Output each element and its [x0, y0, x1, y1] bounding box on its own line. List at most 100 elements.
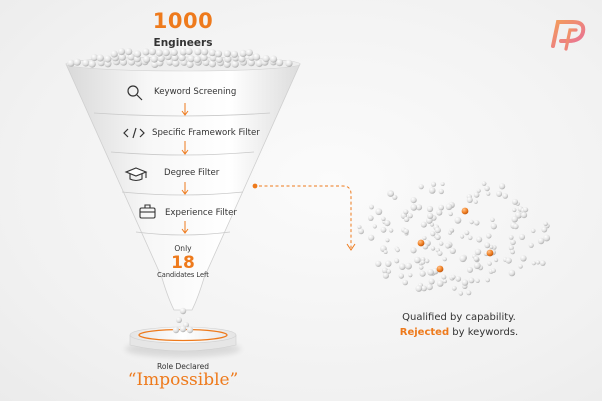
result-prefix: Only [174, 244, 192, 253]
candidate-dot [438, 188, 444, 195]
result-count: 18 [171, 253, 195, 273]
candidate-dot [276, 59, 284, 67]
candidate-dot [381, 267, 388, 274]
candidate-dot [134, 50, 142, 58]
ball [179, 325, 187, 333]
candidate-dot [520, 212, 528, 219]
candidate-dot [518, 264, 523, 269]
candidate-dot [381, 216, 386, 221]
candidate-dot [484, 242, 491, 249]
candidate-dot [445, 243, 451, 249]
candidate-dot [459, 255, 467, 263]
candidate-dot [530, 228, 536, 234]
rejected-caption: Rejected by keywords. [374, 327, 544, 338]
candidate-dot [474, 248, 482, 256]
candidate-dot [428, 187, 436, 194]
candidate-dot [186, 60, 194, 69]
candidate-dot [224, 55, 232, 63]
dashed-connector [252, 183, 356, 251]
candidate-dot [375, 208, 383, 216]
candidate-dot [372, 224, 377, 229]
ball [176, 317, 182, 323]
highlighted-candidate-dot [436, 265, 444, 273]
candidate-dot [253, 53, 261, 61]
stage-label-degree-filter: Degree Filter [164, 168, 220, 178]
candidate-dot [245, 49, 253, 57]
candidate-dot [384, 220, 391, 227]
candidate-dot [185, 47, 193, 56]
candidate-dot [435, 234, 441, 241]
candidate-dot [543, 221, 548, 226]
highlighted-candidate-dot [417, 239, 425, 247]
candidate-dot [418, 184, 424, 190]
candidate-dot [194, 48, 202, 56]
candidate-dot [172, 59, 180, 67]
candidate-dot [402, 279, 409, 286]
candidate-dot [467, 235, 473, 241]
candidate-dot [415, 204, 423, 211]
candidate-dot [513, 223, 519, 230]
stage-label-framework-filter: Specific Framework Filter [152, 128, 260, 138]
candidate-dot [502, 193, 509, 199]
candidate-dot [368, 215, 374, 221]
candidate-dot [440, 182, 445, 186]
candidate-dot [178, 54, 186, 62]
stage-divider [135, 231, 231, 236]
candidate-dot [474, 220, 480, 226]
candidate-dot [473, 199, 478, 204]
candidate-dot [215, 55, 223, 64]
candidate-dot [519, 234, 526, 240]
candidate-dot [422, 236, 427, 240]
candidate-dot [484, 185, 490, 192]
rejected-rest: by keywords. [449, 327, 519, 338]
candidate-dot [104, 55, 112, 63]
candidate-dot [419, 270, 426, 277]
candidate-dot [426, 284, 433, 291]
candidate-dot [420, 260, 426, 265]
candidate-dot [473, 256, 479, 262]
candidate-dot [125, 48, 133, 56]
candidate-dot [442, 279, 447, 284]
candidate-dot [496, 190, 503, 197]
candidate-dot [394, 258, 400, 264]
candidate-dot [458, 291, 464, 296]
candidate-dot [481, 181, 487, 186]
candidate-dot [230, 50, 239, 58]
candidate-dot [410, 204, 418, 211]
candidate-dot [427, 212, 434, 219]
candidate-dot [385, 238, 390, 243]
candidate-dot [262, 55, 270, 63]
candidate-dot [214, 50, 223, 58]
candidate-dot [388, 228, 394, 233]
candidate-dot [461, 279, 469, 286]
candidate-dot [415, 285, 423, 292]
candidate-dot [476, 188, 481, 193]
candidate-dot [410, 247, 417, 254]
pedestal-verdict: “Impossible” [127, 370, 239, 390]
briefcase-icon [139, 204, 156, 219]
flow-arrow [181, 182, 189, 195]
candidate-dot [543, 234, 551, 242]
candidate-dot [239, 49, 247, 58]
candidate-dot [403, 209, 409, 215]
candidate-dot [427, 269, 434, 276]
candidate-dot [464, 230, 470, 236]
candidate-dot [193, 55, 201, 64]
candidate-dot [466, 197, 473, 203]
candidate-dot [127, 58, 136, 66]
candidate-dot [90, 53, 98, 62]
candidate-dot [442, 256, 447, 262]
candidate-dot [510, 239, 516, 246]
candidate-dot [441, 274, 447, 280]
stage-label-keyword-screening: Keyword Screening [154, 87, 237, 97]
candidate-dot [166, 58, 174, 66]
candidate-dot [489, 244, 494, 250]
candidate-dot [150, 55, 158, 63]
candidate-dot [540, 260, 546, 266]
candidate-dot [508, 245, 514, 251]
candidate-dot [142, 48, 150, 56]
candidate-dot [88, 60, 96, 68]
candidate-dot [200, 54, 208, 62]
candidate-dot [535, 260, 541, 265]
